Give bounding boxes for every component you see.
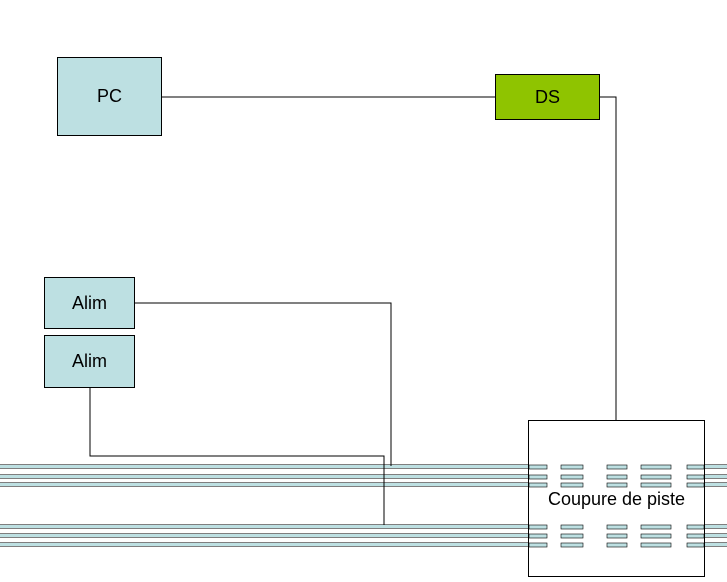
rail [0,534,727,537]
connectors [89,96,617,525]
track-cut-label: Coupure de piste [529,489,704,510]
pc-node: PC [57,57,162,136]
pc-label: PC [96,86,122,106]
track-cut-box: Coupure de piste [528,420,705,577]
ds-node: DS [495,74,600,120]
ds-label: DS [534,86,560,107]
connector-alim-bottom-track [89,388,385,525]
rail [0,543,727,546]
cut-segments-lower [529,524,704,548]
alim-top-label: Alim [72,292,107,313]
rail [0,483,727,486]
connector-ds-track-cut [600,96,617,420]
alim-bottom-label: Alim [72,351,107,371]
alim-node-top: Alim [44,277,135,329]
cut-segments-upper [529,464,704,488]
rail [0,525,727,528]
alim-node-bottom: Alim [44,335,135,388]
connector-alim-top-track [135,302,392,466]
rail [0,465,727,468]
rail [0,475,727,478]
track-cut-gaps [529,464,704,548]
